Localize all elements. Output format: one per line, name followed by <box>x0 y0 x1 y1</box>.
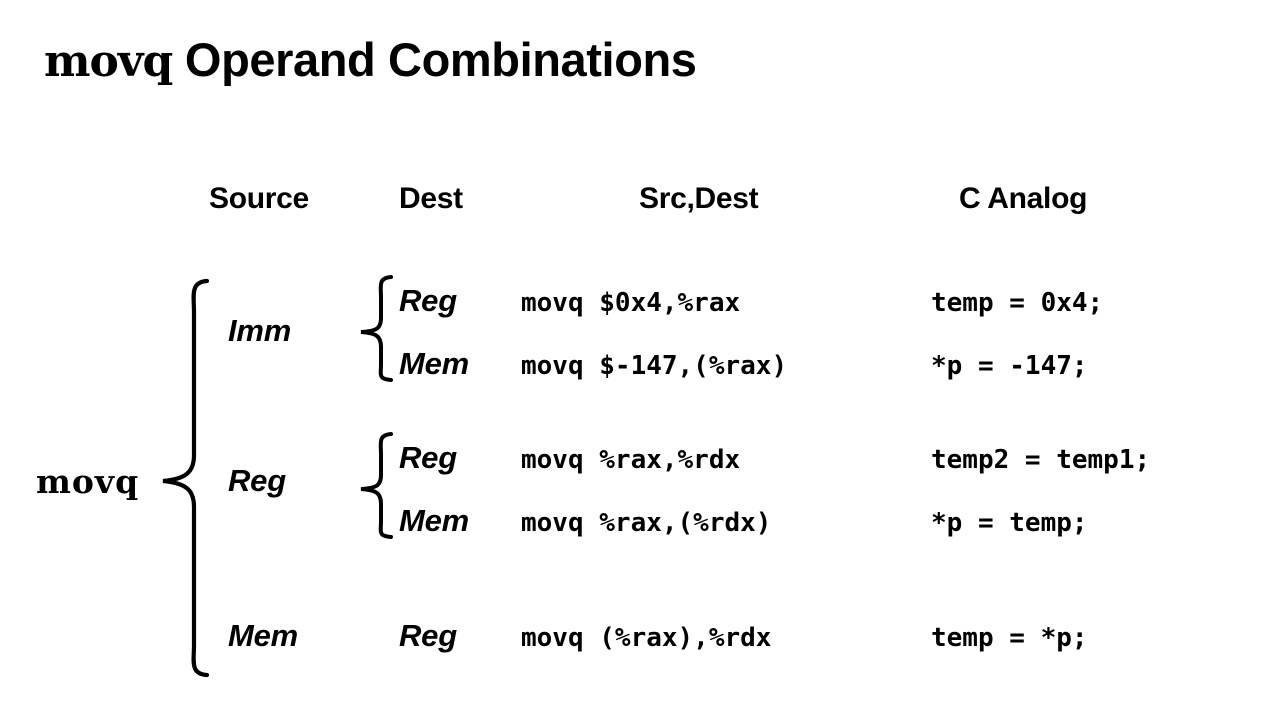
table-row: Reg movq (%rax),%rdx temp = *p; <box>0 618 1269 662</box>
row-code: movq (%rax),%rdx <box>521 623 772 653</box>
column-header-src-dest: Src,Dest <box>639 182 759 215</box>
column-header-c-analog: C Analog <box>959 182 1088 215</box>
table-row: Mem movq $-147,(%rax) *p = -147; <box>0 346 1269 390</box>
source-label-mem: Mem <box>228 618 299 653</box>
row-code: movq $-147,(%rax) <box>521 351 788 381</box>
row-c-analog: temp2 = temp1; <box>931 445 1151 475</box>
table-row: Mem movq %rax,(%rdx) *p = temp; <box>0 503 1269 547</box>
page-title: movq Operand Combinations <box>44 34 697 86</box>
title-mnemonic: movq <box>44 36 173 87</box>
row-c-analog: *p = -147; <box>931 351 1088 381</box>
row-code: movq $0x4,%rax <box>521 288 741 318</box>
instruction-mnemonic-label: movq <box>36 462 140 501</box>
row-dest: Mem <box>399 346 470 381</box>
table-row: Reg movq $0x4,%rax temp = 0x4; <box>0 283 1269 327</box>
row-dest: Reg <box>399 440 457 475</box>
row-dest: Reg <box>399 283 457 318</box>
row-code: movq %rax,(%rdx) <box>521 508 772 538</box>
row-c-analog: temp = 0x4; <box>931 288 1104 318</box>
row-c-analog: *p = temp; <box>931 508 1088 538</box>
row-dest: Mem <box>399 503 470 538</box>
source-label-imm: Imm <box>228 313 292 348</box>
source-label-reg: Reg <box>228 463 286 498</box>
row-code: movq %rax,%rdx <box>521 445 741 475</box>
table-row: Reg movq %rax,%rdx temp2 = temp1; <box>0 440 1269 484</box>
row-c-analog: temp = *p; <box>931 623 1088 653</box>
column-header-dest: Dest <box>399 182 463 215</box>
title-text: Operand Combinations <box>172 33 697 86</box>
column-header-source: Source <box>209 182 309 215</box>
row-dest: Reg <box>399 618 457 653</box>
